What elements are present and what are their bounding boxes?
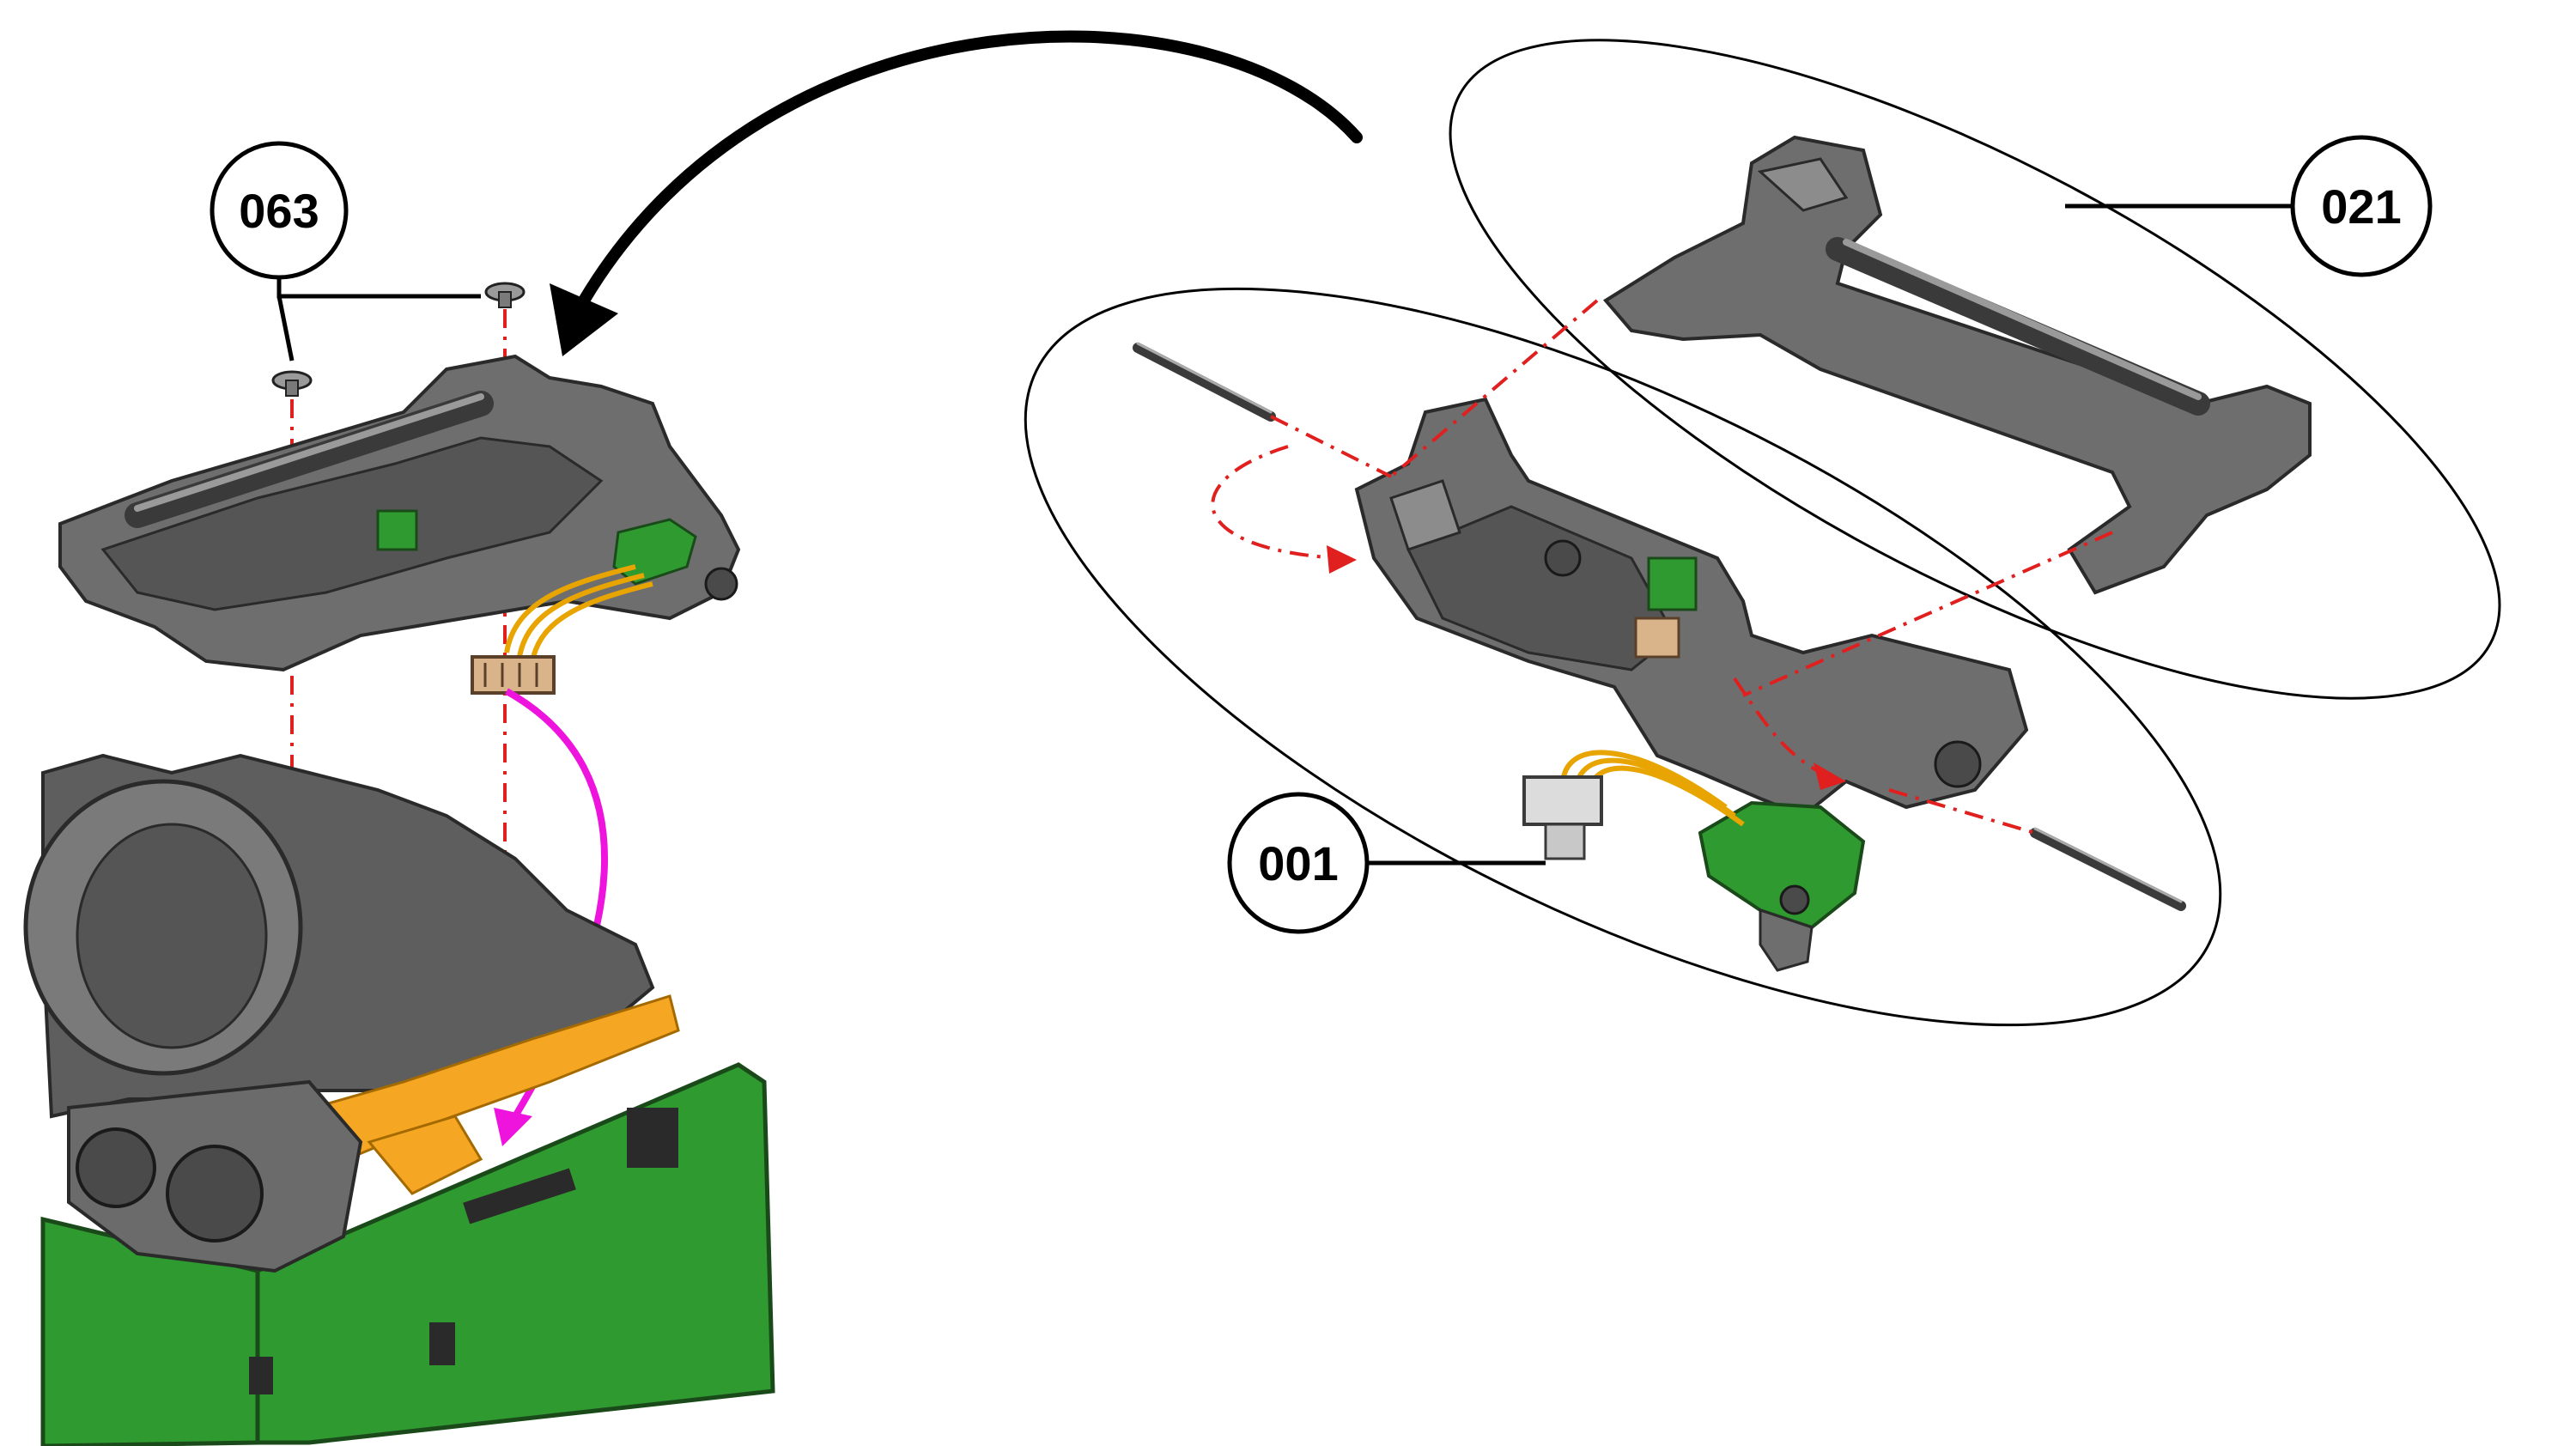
callout-063: 063 <box>210 141 481 362</box>
callout-063-label: 063 <box>239 184 319 238</box>
assembly-guide-lines <box>1211 299 2113 835</box>
callout-021-label: 021 <box>2321 179 2401 234</box>
part-001-connector <box>1522 775 1603 860</box>
group-outline-021 <box>1449 39 2501 700</box>
wire-harness-left <box>504 564 653 662</box>
part-021-bracket <box>1602 135 2312 595</box>
connector-left <box>471 655 556 695</box>
part-001-frame <box>1354 397 2029 818</box>
main-body-left <box>23 753 775 1446</box>
part-001-pin-right <box>2030 827 2186 911</box>
part-001-sensor-board <box>1698 800 1866 972</box>
part-001-pin-left <box>1133 342 1276 422</box>
assembly-guide-arrowheads <box>1327 545 1846 790</box>
callout-001-label: 001 <box>1258 836 1338 890</box>
callout-021: 021 <box>2065 135 2433 277</box>
screw-right <box>484 282 526 308</box>
upper-frame-left <box>58 354 741 672</box>
group-outline-001 <box>1024 287 2222 1027</box>
screw-left <box>271 370 313 397</box>
callout-001: 001 <box>1227 792 1546 934</box>
transfer-arrow <box>550 30 1363 356</box>
